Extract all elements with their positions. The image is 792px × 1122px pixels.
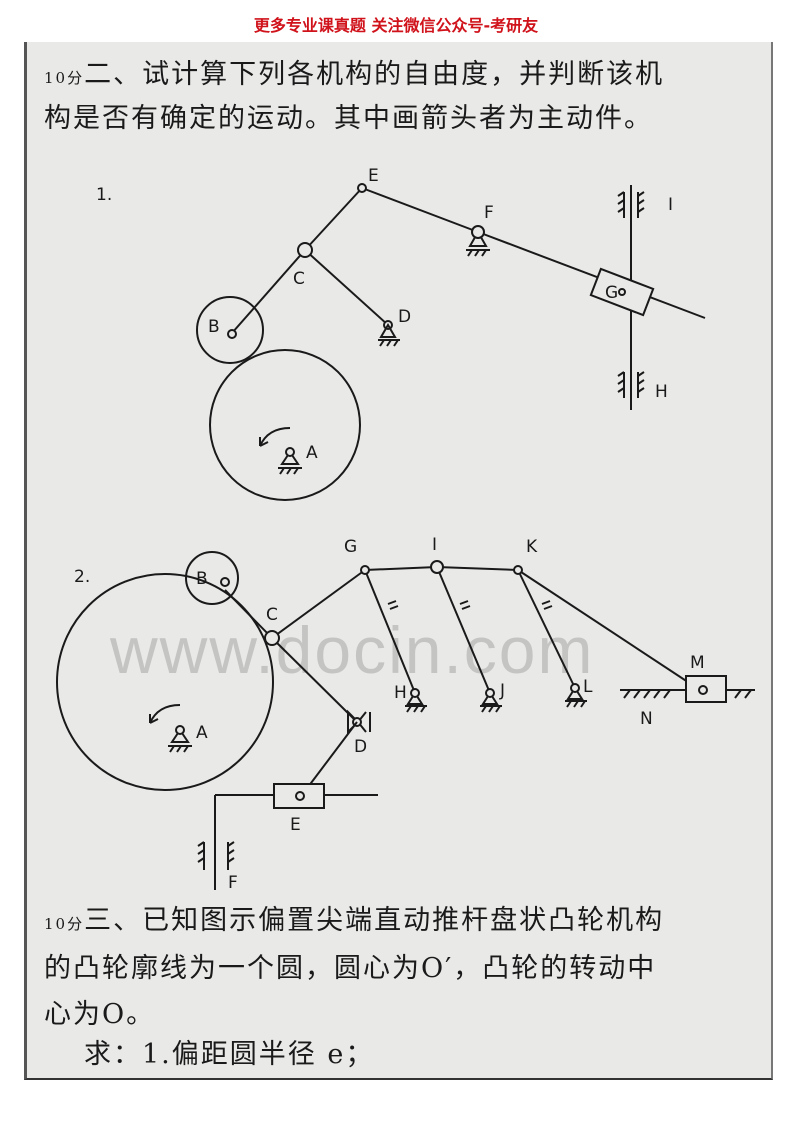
- label-I: I: [668, 195, 673, 215]
- label-D: D: [398, 307, 411, 327]
- figure-1-number: 1.: [96, 185, 112, 205]
- label-C: C: [266, 605, 278, 625]
- label-B: B: [208, 317, 220, 337]
- label-K: K: [526, 537, 538, 557]
- question-3-line-4: 求：1.偏距圆半径 e；: [84, 1039, 375, 1070]
- label-F: F: [484, 203, 494, 223]
- label-L: L: [583, 677, 593, 697]
- label-H: H: [655, 382, 668, 402]
- question-2-points: 10分: [44, 69, 85, 87]
- label-A: A: [196, 723, 208, 743]
- question-2-line-2: 构是否有确定的运动。其中画箭头者为主动件。: [44, 103, 653, 134]
- question-2-line-1: 10分二、试计算下列各机构的自由度，并判断该机: [44, 52, 664, 91]
- label-N: N: [640, 709, 653, 729]
- scanned-page: [24, 42, 773, 1080]
- figure-2-number: 2.: [74, 567, 90, 587]
- label-E: E: [290, 815, 301, 835]
- question-3-text-1: 三、已知图示偏置尖端直动推杆盘状凸轮机构: [84, 905, 665, 936]
- label-M: M: [690, 653, 705, 673]
- question-2-text-1: 二、试计算下列各机构的自由度，并判断该机: [84, 59, 665, 90]
- figure-1-labels: E F C B D G I H A: [208, 166, 673, 463]
- question-3-points: 10分: [44, 915, 85, 933]
- label-H: H: [394, 683, 407, 703]
- figure-2-labels: B C G I K H J L M N A D E F: [196, 535, 705, 893]
- label-C: C: [293, 269, 305, 289]
- label-J: J: [499, 681, 505, 701]
- label-D: D: [354, 737, 367, 757]
- label-I: I: [432, 535, 437, 555]
- label-E: E: [368, 166, 379, 186]
- question-3-line-1: 10分三、已知图示偏置尖端直动推杆盘状凸轮机构: [44, 898, 664, 937]
- label-A: A: [306, 443, 318, 463]
- promo-banner: 更多专业课真题 关注微信公众号-考研友: [253, 16, 539, 35]
- watermark: www.docin.com: [110, 613, 595, 687]
- question-3-line-3: 心为O。: [44, 999, 156, 1030]
- question-3-line-2: 的凸轮廓线为一个圆，圆心为O′，凸轮的转动中: [44, 953, 657, 984]
- label-G: G: [605, 283, 618, 303]
- figure-1: [196, 183, 706, 501]
- label-F: F: [228, 873, 238, 893]
- label-G: G: [344, 537, 357, 557]
- label-B: B: [196, 569, 208, 589]
- figure-2: [56, 551, 755, 890]
